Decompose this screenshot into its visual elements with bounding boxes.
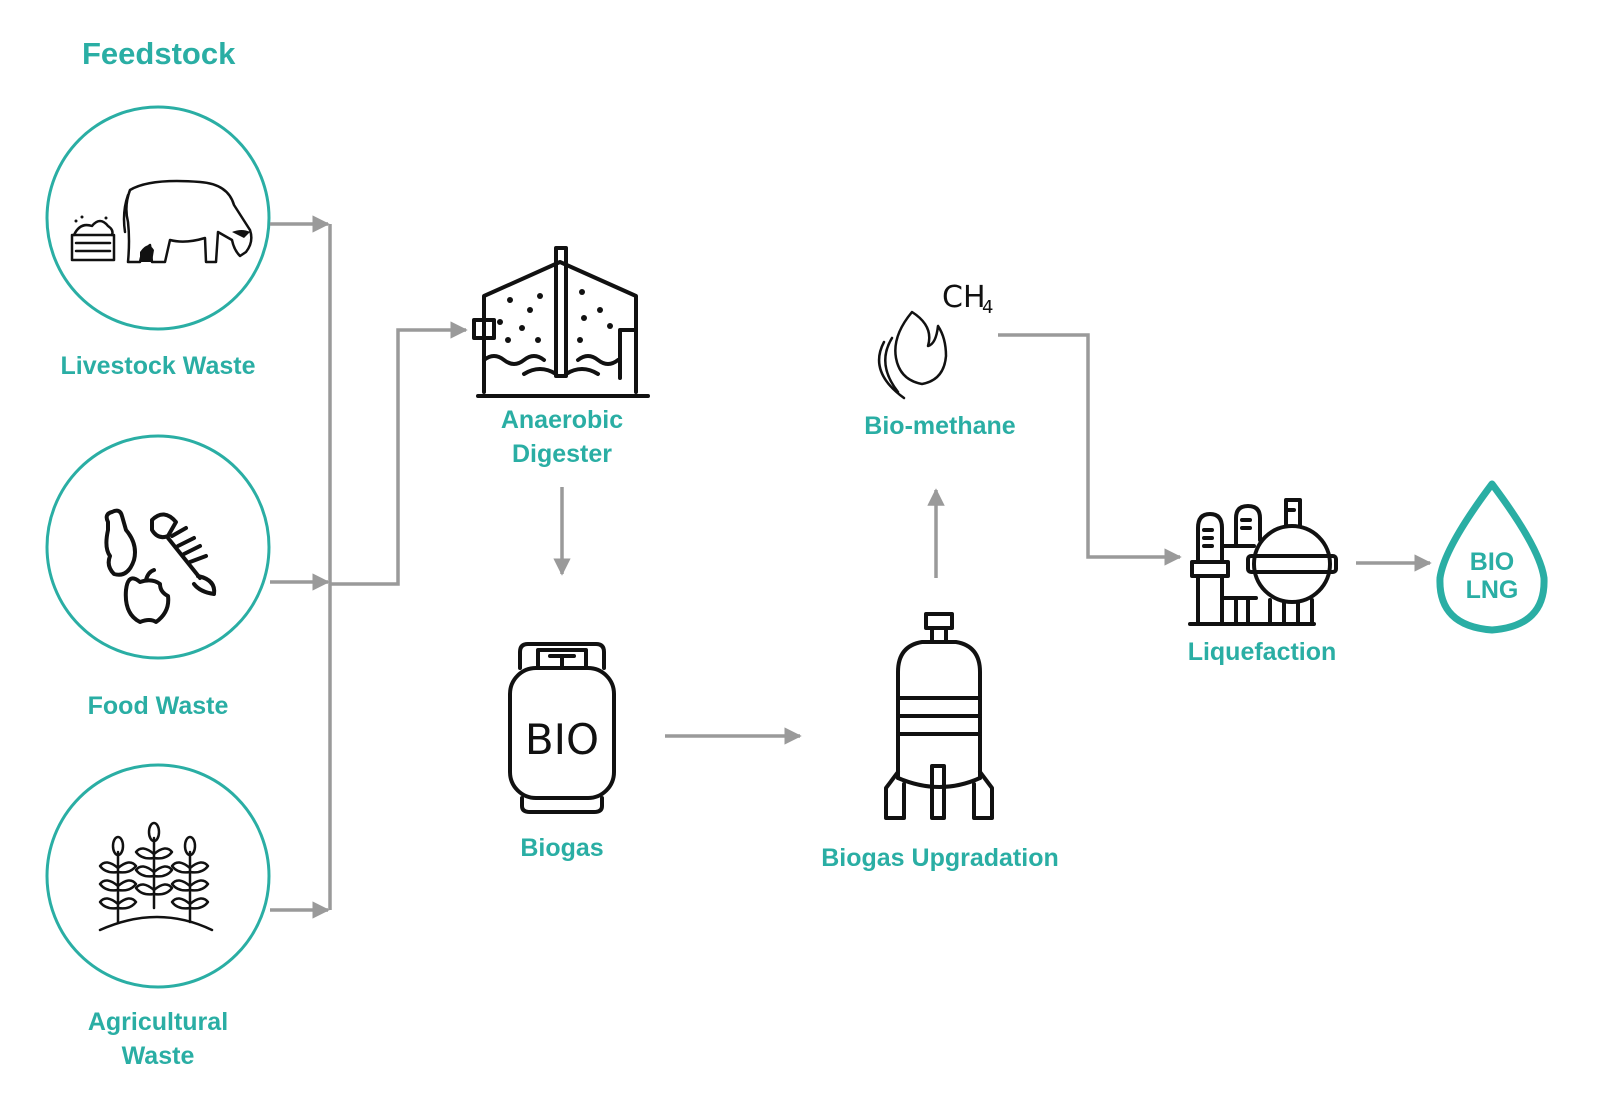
liquefaction-label: Liquefaction — [1187, 638, 1337, 666]
lng-line-1: BIO — [1470, 548, 1514, 576]
droplet-icon: BIO LNG — [1436, 480, 1548, 634]
connectors — [270, 215, 1432, 919]
methane-formula-subscript: 4 — [982, 297, 993, 318]
digester-label-2: Digester — [511, 440, 613, 468]
food-waste-label: Food Waste — [87, 692, 229, 720]
food-waste-circle — [45, 434, 271, 660]
arrow-to-digester — [330, 321, 468, 586]
biogas-label: Biogas — [520, 834, 604, 862]
livestock-waste-label: Livestock Waste — [60, 352, 256, 380]
biogas-icon-text: BIO — [525, 715, 599, 764]
flame-icon: CH 4 — [877, 280, 993, 400]
agricultural-waste-label-2: Waste — [121, 1042, 195, 1070]
upgrading-tank-icon — [884, 612, 994, 820]
digester-label-1: Anaerobic — [500, 406, 624, 434]
crops-icon — [98, 821, 214, 932]
upgradation-label: Biogas Upgradation — [821, 844, 1059, 872]
liquefaction-plant-icon — [1188, 498, 1338, 626]
anaerobic-digester-icon — [472, 246, 650, 398]
cow-and-manure-icon — [70, 179, 253, 264]
methane-formula: CH — [942, 280, 986, 315]
arrow-biomethane-to-liquefaction — [998, 333, 1182, 566]
feedstock-title: Feedstock — [82, 36, 236, 71]
livestock-waste-circle — [45, 105, 271, 331]
agricultural-waste-label-1: Agricultural — [87, 1008, 229, 1036]
gas-cylinder-icon: BIO — [508, 642, 616, 814]
lng-line-2: LNG — [1466, 576, 1519, 604]
food-scraps-icon — [104, 508, 217, 624]
biomethane-label: Bio-methane — [864, 412, 1016, 440]
